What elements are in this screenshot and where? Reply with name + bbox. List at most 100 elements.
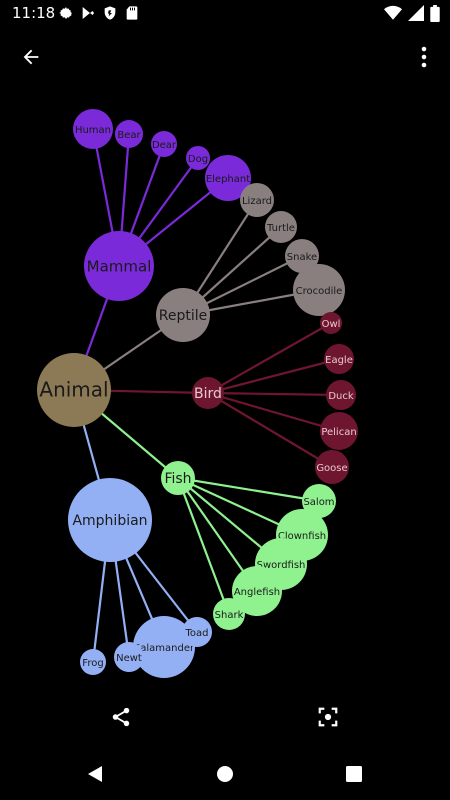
node-eagle-bubble <box>324 344 354 374</box>
node-animal-label: Animal <box>39 378 108 402</box>
node-bear-bubble <box>115 120 143 148</box>
nav-recents-button[interactable] <box>334 754 374 794</box>
node-owl-label: Owl <box>322 319 341 330</box>
node-reptile-label: Reptile <box>159 308 207 324</box>
node-goose-bubble <box>315 450 349 484</box>
node-newt[interactable]: Newt <box>114 642 144 672</box>
node-reptile-bubble <box>156 288 210 342</box>
node-goose-label: Goose <box>316 463 347 474</box>
node-clownfish-label: Clownfish <box>278 531 326 542</box>
node-salamander[interactable]: Salamander <box>133 616 195 678</box>
node-dog-label: Dog <box>188 154 208 165</box>
status-time: 11:18 <box>12 4 56 22</box>
node-owl-bubble <box>320 312 342 334</box>
node-toad[interactable]: Toad <box>182 617 212 647</box>
node-elephant-label: Elephant <box>206 174 250 185</box>
node-snake-bubble <box>285 239 319 273</box>
node-dog-bubble <box>186 146 210 170</box>
node-eagle-label: Eagle <box>325 355 353 366</box>
node-anglefish[interactable]: Anglefish <box>232 566 282 616</box>
node-reptile[interactable]: Reptile <box>156 288 210 342</box>
square-recents-icon <box>346 766 362 782</box>
node-dear-label: Dear <box>152 140 177 151</box>
node-eagle[interactable]: Eagle <box>324 344 354 374</box>
edge-bird-pelican <box>207 391 340 433</box>
node-crocodile-bubble <box>293 264 345 316</box>
node-human[interactable]: Human <box>73 109 113 149</box>
node-duck[interactable]: Duck <box>326 380 356 410</box>
node-turtle[interactable]: Turtle <box>265 211 297 243</box>
node-lizard-bubble <box>240 183 274 217</box>
edge-bird-goose <box>207 392 333 468</box>
node-frog-bubble <box>80 649 106 675</box>
node-mammal[interactable]: Mammal <box>84 231 154 301</box>
bottom-action-bar <box>0 695 450 740</box>
node-swordfish-label: Swordfish <box>257 560 306 571</box>
screenshot-button[interactable] <box>305 695 351 739</box>
share-button[interactable] <box>98 695 144 739</box>
node-mammal-bubble <box>84 231 154 301</box>
node-dog[interactable]: Dog <box>186 146 210 170</box>
node-shark[interactable]: Shark <box>213 598 245 630</box>
node-lizard[interactable]: Lizard <box>240 183 274 217</box>
node-pelican[interactable]: Pelican <box>320 412 358 450</box>
node-newt-bubble <box>114 642 144 672</box>
status-bar: 11:18 <box>0 0 450 26</box>
share-icon <box>112 707 130 727</box>
back-button[interactable] <box>10 36 52 78</box>
node-mammal-label: Mammal <box>87 258 152 276</box>
node-bear[interactable]: Bear <box>115 120 143 148</box>
node-duck-bubble <box>326 380 356 410</box>
edge-bird-duck <box>207 391 342 397</box>
edge-fish-shark <box>176 477 231 615</box>
node-turtle-label: Turtle <box>266 223 295 234</box>
node-snake-label: Snake <box>287 252 317 263</box>
node-owl[interactable]: Owl <box>320 312 342 334</box>
node-frog[interactable]: Frog <box>80 649 106 675</box>
node-duck-label: Duck <box>328 391 354 402</box>
node-crocodile-label: Crocodile <box>296 286 343 297</box>
node-snake[interactable]: Snake <box>285 239 319 273</box>
node-toad-label: Toad <box>184 628 208 639</box>
node-salamander-bubble <box>133 616 195 678</box>
system-navigation-bar <box>0 748 450 800</box>
node-turtle-bubble <box>265 211 297 243</box>
node-fish-label: Fish <box>164 471 191 487</box>
nav-back-button[interactable] <box>76 754 116 794</box>
node-animal[interactable]: Animal <box>37 353 111 427</box>
node-salamander-label: Salamander <box>134 643 195 654</box>
nav-home-button[interactable] <box>205 754 245 794</box>
node-bear-label: Bear <box>117 130 141 141</box>
edge-fish-salom <box>177 476 320 503</box>
node-shark-label: Shark <box>215 610 244 621</box>
circle-home-icon <box>217 766 233 782</box>
node-anglefish-label: Anglefish <box>234 587 280 598</box>
edge-bird-owl <box>207 322 332 394</box>
node-anglefish-bubble <box>232 566 282 616</box>
node-pelican-bubble <box>320 412 358 450</box>
node-shark-bubble <box>213 598 245 630</box>
node-dear[interactable]: Dear <box>151 131 177 157</box>
play-store-icon <box>82 7 94 19</box>
node-bird[interactable]: Bird <box>192 377 224 409</box>
node-crocodile[interactable]: Crocodile <box>293 264 345 316</box>
node-elephant[interactable]: Elephant <box>205 155 251 201</box>
arrow-back-icon <box>23 49 39 65</box>
node-elephant-bubble <box>205 155 251 201</box>
node-amphibian[interactable]: Amphibian <box>68 478 152 562</box>
node-salom[interactable]: Salom <box>302 484 336 518</box>
node-lizard-label: Lizard <box>242 196 272 207</box>
node-fish[interactable]: Fish <box>161 461 195 495</box>
triangle-back-icon <box>88 766 102 782</box>
node-human-label: Human <box>75 125 111 136</box>
node-goose[interactable]: Goose <box>315 450 349 484</box>
node-salom-label: Salom <box>303 497 334 508</box>
node-toad-bubble <box>182 617 212 647</box>
signal-icon <box>408 5 424 21</box>
wifi-icon <box>384 5 402 20</box>
battery-icon <box>430 5 440 22</box>
node-amphibian-bubble <box>68 478 152 562</box>
overflow-menu-button[interactable] <box>404 36 444 78</box>
